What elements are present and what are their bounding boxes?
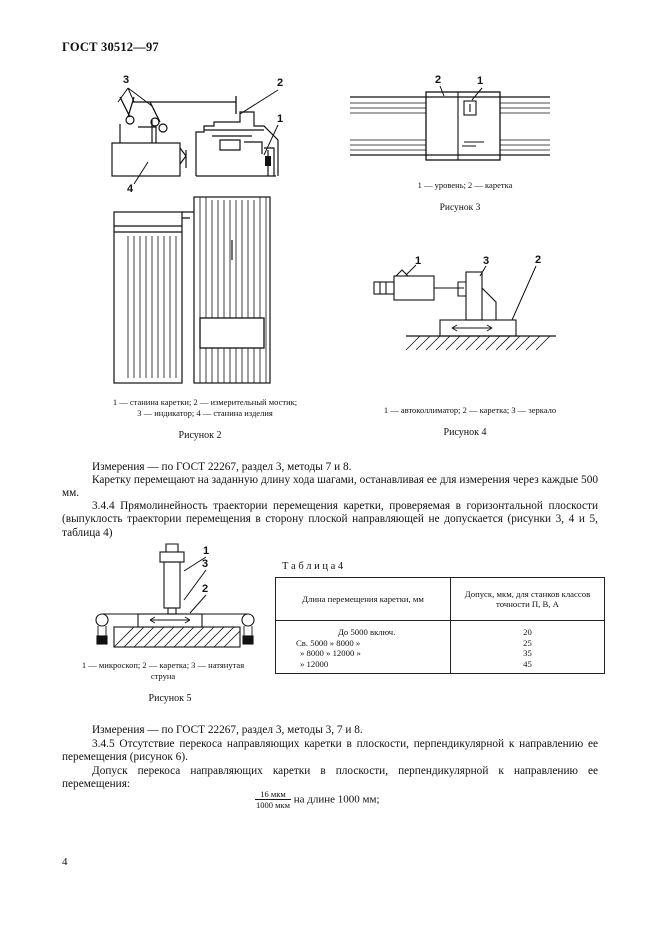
- table4-caption: Т а б л и ц а 4: [282, 561, 344, 572]
- table-4: Длина перемещения каретки, мм Допуск, мк…: [275, 577, 605, 675]
- fraction-numerator: 16 мкм: [255, 789, 292, 800]
- para-measurement-2: Измерения — по ГОСТ 22267, раздел 3, мет…: [92, 724, 363, 736]
- fig5-legend-line1: 1 — микроскоп; 2 — каретка; 3 — натянута…: [81, 660, 245, 670]
- fig4-label-3: 3: [483, 255, 490, 267]
- fig5-label-1: 1: [203, 545, 210, 557]
- para-measurement-1: Измерения — по ГОСТ 22267, раздел 3, мет…: [92, 461, 352, 473]
- fig2-label-3: 3: [123, 74, 130, 86]
- fig4-label-1: 1: [415, 255, 422, 267]
- para-tolerance-intro: Допуск перекоса направляющих каретки в п…: [62, 765, 598, 791]
- fig2-legend-line2: 3 — индикатор; 4 — станина изделия: [137, 408, 273, 418]
- table-row: Св. 5000 » 8000 » 25: [275, 637, 605, 649]
- table-cell-tolerance: 45: [450, 658, 605, 675]
- para-3-4-5: 3.4.5 Отсутствие перекоса направляющих к…: [62, 738, 598, 764]
- fig5-legend-line2: струна: [150, 671, 176, 681]
- table-cell-length: Св. 5000 » 8000 »: [275, 637, 451, 649]
- table-row: » 8000 » 12000 » 35: [275, 648, 605, 659]
- table-cell-tolerance: 20: [450, 620, 605, 638]
- document-header: ГОСТ 30512—97: [62, 40, 159, 54]
- figure-2-drawing: [111, 87, 279, 384]
- fig2-label-2: 2: [277, 77, 284, 89]
- fraction-denominator: 1000 мкм: [256, 800, 291, 810]
- table-cell-length: » 12000: [275, 658, 451, 675]
- fig4-legend: 1 — автоколлиматор; 2 — каретка; 3 — зер…: [383, 405, 557, 415]
- fig3-title: Рисунок 3: [439, 203, 481, 213]
- table-col-tolerance-header: Допуск, мкм, для станков классов точност…: [450, 577, 605, 621]
- fig2-title: Рисунок 2: [178, 430, 222, 441]
- fig4-title: Рисунок 4: [443, 427, 487, 438]
- tolerance-formula: 16 мкм 1000 мкм на длине 1000 мм;: [255, 789, 380, 810]
- table-header-row: Длина перемещения каретки, мм Допуск, мк…: [275, 577, 605, 621]
- fig3-label-2: 2: [435, 74, 442, 86]
- fig5-label-2: 2: [202, 583, 209, 595]
- table-col-length-header: Длина перемещения каретки, мм: [275, 577, 451, 621]
- fig2-label-4: 4: [127, 183, 134, 195]
- figure-4-drawing: [373, 264, 556, 351]
- figure-3-drawing: [350, 85, 550, 161]
- fig2-label-1: 1: [277, 113, 284, 125]
- fig3-label-1: 1: [477, 75, 484, 87]
- figure-5-drawing: [95, 543, 255, 648]
- table-cell-length: » 8000 » 12000 »: [275, 648, 451, 659]
- fig5-label-3: 3: [202, 558, 209, 570]
- fig5-title: Рисунок 5: [148, 693, 192, 704]
- table-cell-tolerance: 25: [450, 637, 605, 649]
- table-row: » 12000 45: [275, 658, 605, 675]
- table-cell-length: До 5000 включ.: [275, 620, 451, 638]
- table-row: До 5000 включ. 20: [275, 620, 605, 638]
- fig3-legend: 1 — уровень; 2 — каретка: [417, 180, 513, 190]
- table-cell-tolerance: 35: [450, 648, 605, 659]
- fig2-legend-line1: 1 — станина каретки; 2 — измерительный м…: [112, 397, 298, 407]
- fig4-label-2: 2: [535, 254, 542, 266]
- tolerance-fraction: 16 мкм 1000 мкм: [255, 789, 292, 810]
- para-3-4-4: 3.4.4 Прямолинейность траектории перемещ…: [62, 500, 598, 539]
- fraction-tail: на длине 1000 мм;: [293, 793, 380, 806]
- para-carriage-steps: Каретку перемещают на заданную длину ход…: [62, 474, 598, 500]
- page-number: 4: [62, 856, 68, 868]
